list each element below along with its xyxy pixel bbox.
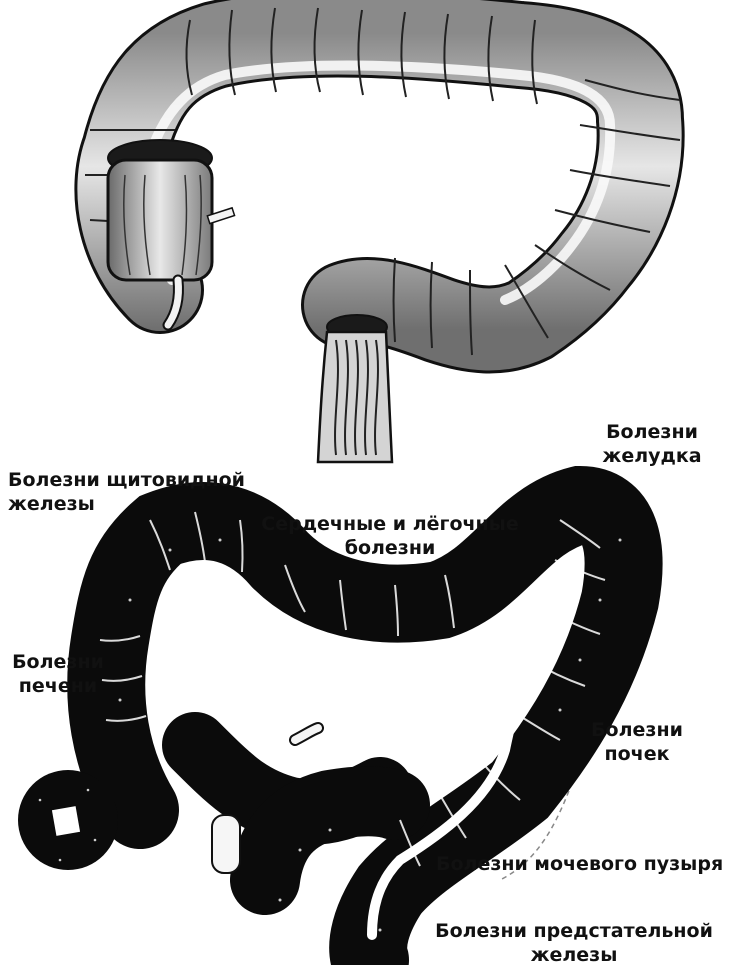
label-prostate: Болезни предстательной железы: [428, 919, 720, 967]
colon-drawing: [85, 8, 680, 462]
label-kidney: Болезни почек: [582, 718, 692, 766]
label-bladder: Болезни мочевого пузыря: [436, 852, 723, 876]
label-thyroid: Болезни щитовидной железы: [8, 468, 245, 516]
map-appendix: [212, 815, 240, 873]
label-liver: Болезни печени: [8, 650, 108, 698]
label-heart-lung: Сердечные и лёгочные болезни: [252, 512, 528, 560]
label-stomach: Болезни желудка: [597, 420, 707, 468]
